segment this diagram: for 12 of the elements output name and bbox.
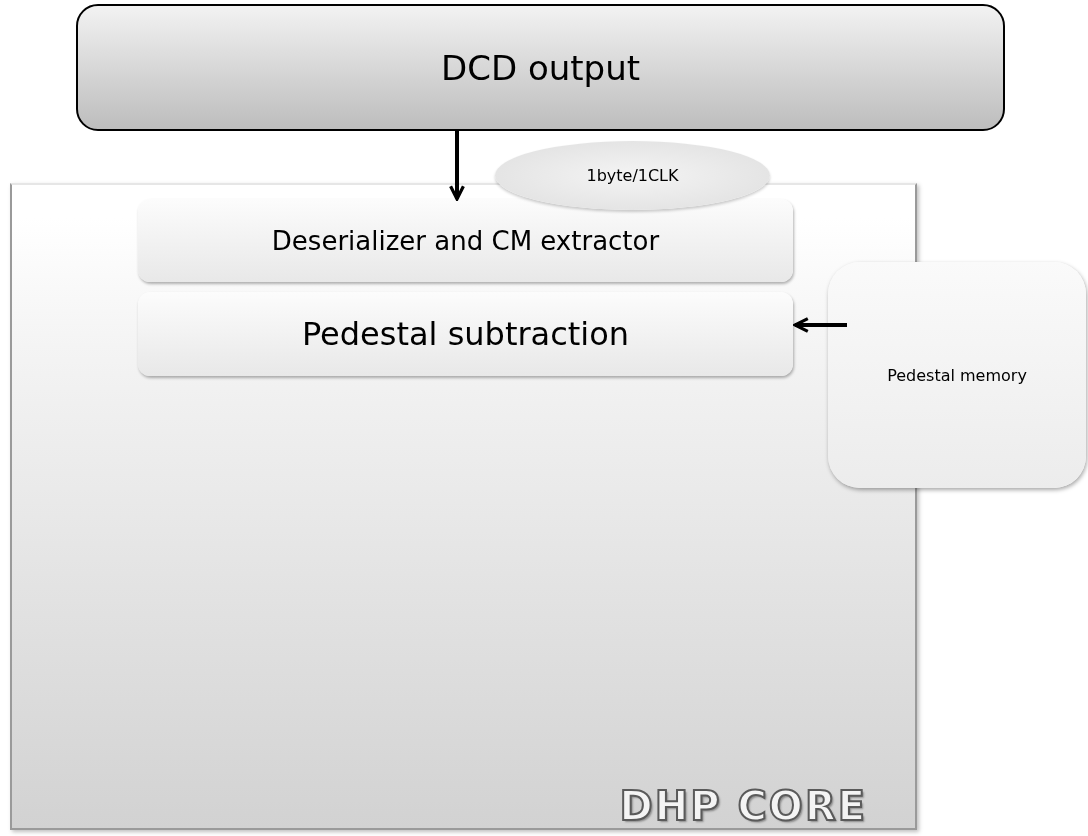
- memory-box: [828, 262, 1086, 488]
- box-label: DCD output: [440, 47, 641, 88]
- process-box: [76, 4, 1005, 131]
- process-box: [138, 292, 793, 376]
- box-label: 1byte/1CLK: [586, 166, 679, 185]
- box-label: Pedestal memory: [887, 365, 1027, 385]
- process-box: [138, 199, 793, 282]
- arrow: [449, 131, 465, 201]
- box-label: Pedestal subtraction: [301, 315, 630, 353]
- arrow: [793, 317, 847, 333]
- container-title: DHP CORE: [619, 786, 867, 826]
- box-label: Deserializer and CM extractor: [271, 225, 660, 256]
